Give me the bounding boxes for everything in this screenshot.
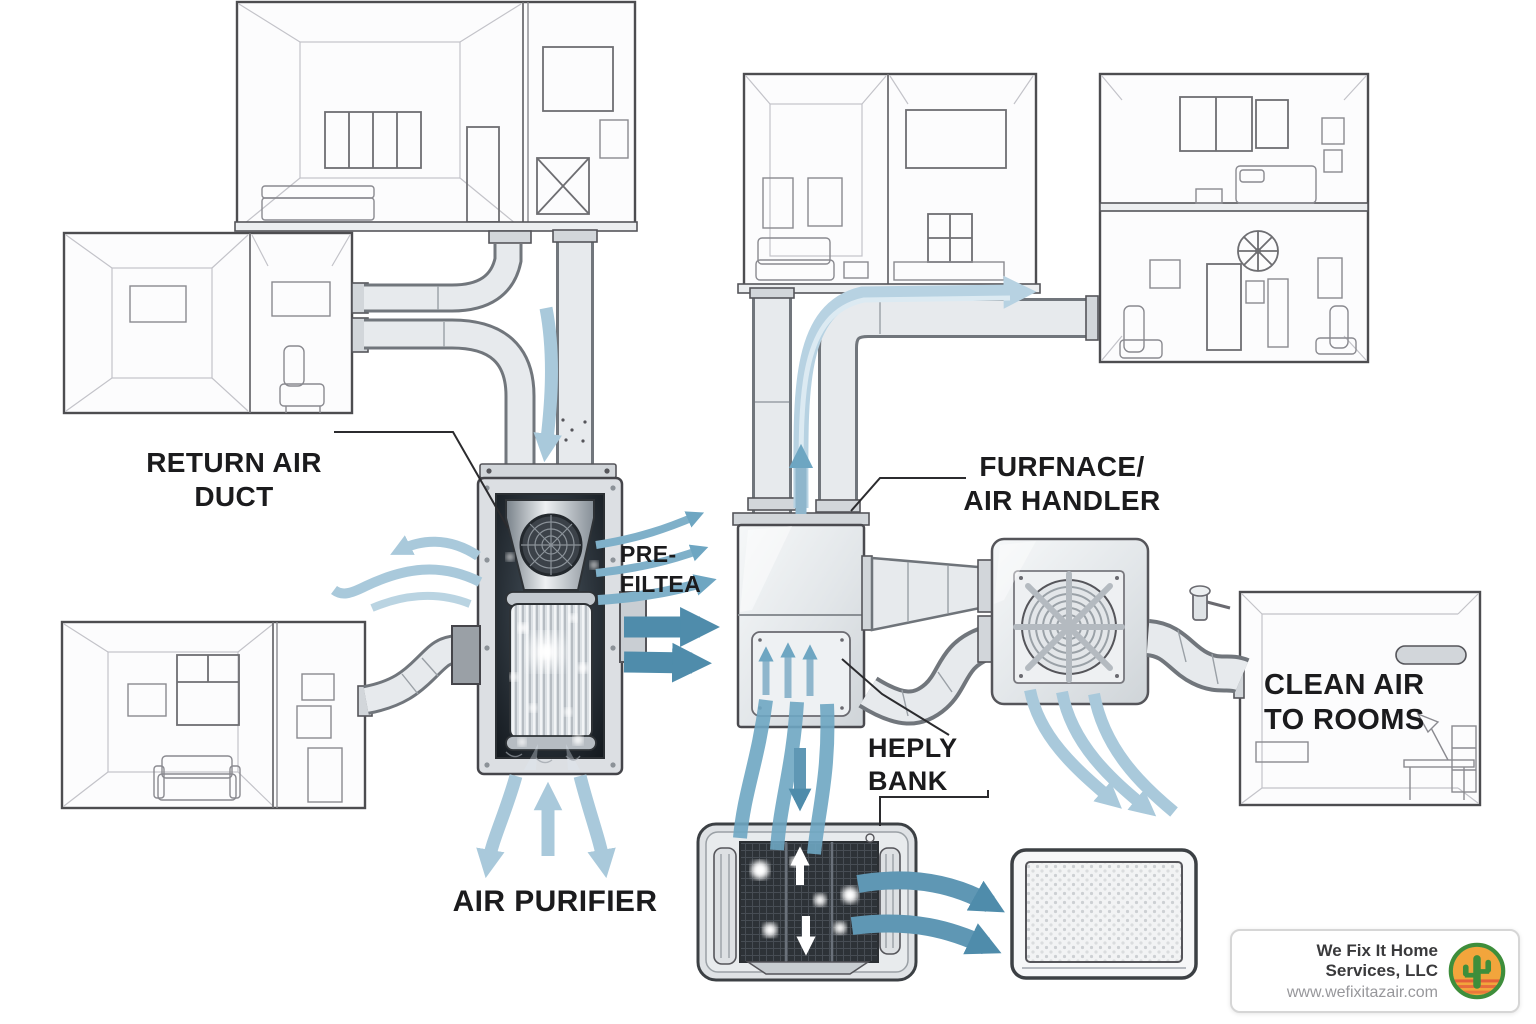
label-return-air-duct: RETURN AIR DUCT: [146, 447, 322, 513]
frame-screws: [484, 485, 616, 768]
label-leader-lines: [334, 431, 989, 826]
picture-frame-icon: [807, 177, 843, 227]
website-url: www.wefixitazair.com: [1286, 983, 1438, 1001]
purified-particles: [506, 553, 598, 746]
glare: [740, 526, 792, 612]
sofa-icon: [755, 237, 835, 281]
purifier-left-port: [451, 625, 481, 685]
picture-frame-icon: [127, 683, 167, 717]
armchair-icon: [1119, 305, 1163, 359]
round-fan-window-icon: [1237, 230, 1279, 272]
picture-frame-icon: [762, 177, 794, 229]
fan-coil-unit: [977, 537, 1150, 706]
hepa-filter-bank-unit: [696, 822, 918, 982]
label-air-purifier: AIR PURIFIER: [452, 885, 658, 918]
branding-badge: We Fix It Home Services, LLC www.wefixit…: [1230, 929, 1520, 1013]
room-left-middle: [62, 231, 369, 415]
room-top-right: [1098, 72, 1370, 364]
bookcase-icon: [1451, 725, 1477, 793]
picture-frame-icon: [301, 673, 335, 701]
fan-grille-icon: [1013, 571, 1125, 683]
room-bottom-left: [60, 620, 367, 810]
flex-duct-room-to-purifier: [357, 634, 460, 717]
fan-grille-icon: [519, 513, 583, 577]
room-top-left: [234, 0, 638, 232]
room-top-center: [737, 72, 1041, 294]
wall-register-icon: [1395, 645, 1467, 665]
sofa-icon: [261, 185, 375, 221]
company-name: We Fix It Home Services, LLC: [1316, 940, 1438, 980]
glare: [994, 541, 1036, 604]
room-clean-air: [1233, 590, 1482, 807]
door-icon: [1206, 263, 1242, 351]
picture-frame-icon: [1321, 117, 1345, 145]
picture-frame-icon: [271, 281, 331, 317]
damper-valve-icon: [1189, 585, 1231, 621]
label-clean-air-to-rooms: CLEAN AIR TO ROOMS: [1264, 669, 1425, 737]
picture-frame-icon: [1149, 259, 1181, 289]
ducts-furnace-to-fan: [858, 555, 992, 726]
picture-frame-icon: [905, 109, 1007, 169]
airflow-arrows: [331, 275, 1178, 955]
air-purifier-unit: [451, 463, 647, 776]
furnace-air-handler-unit: [732, 512, 870, 729]
picture-frame-icon: [296, 705, 332, 739]
armchair-icon: [1315, 305, 1357, 355]
filter-panel: [1010, 848, 1198, 980]
armchair-icon: [279, 345, 325, 413]
label-hepa-bank: HEPLY BANK: [868, 733, 958, 796]
picture-frame-icon: [1245, 280, 1265, 304]
duct-fan-to-room: [1145, 585, 1250, 695]
cabinet-icon: [307, 747, 343, 803]
bed-icon: [1255, 741, 1309, 763]
picture-frame-icon: [129, 285, 187, 323]
supply-ducts: [747, 287, 1099, 513]
bed-icon: [1235, 165, 1317, 204]
desk-lamp-icon: [1403, 712, 1475, 800]
label-pre-filter: PRE- FILTEA: [620, 541, 702, 597]
table-icon: [843, 261, 869, 279]
window-icon: [324, 111, 422, 169]
sofa-icon: [153, 755, 241, 801]
cactus-logo-icon: [1448, 942, 1506, 1000]
light-rays: [524, 744, 580, 770]
window-icon: [1179, 96, 1253, 152]
dresser-icon: [1195, 188, 1223, 204]
door-icon: [1267, 278, 1289, 348]
label-furnace-air-handler: FURFNACE/ AIR HANDLER: [963, 451, 1161, 517]
return-air-ducts: [364, 229, 598, 468]
picture-frame-icon: [599, 119, 629, 159]
picture-frame-icon: [1317, 257, 1343, 299]
picture-frame-icon: [1323, 149, 1343, 173]
window-icon: [176, 654, 240, 726]
window-icon: [1255, 99, 1289, 149]
vent-box-icon: [536, 157, 590, 215]
picture-frame-icon: [542, 46, 614, 112]
bench-icon: [893, 261, 1005, 281]
